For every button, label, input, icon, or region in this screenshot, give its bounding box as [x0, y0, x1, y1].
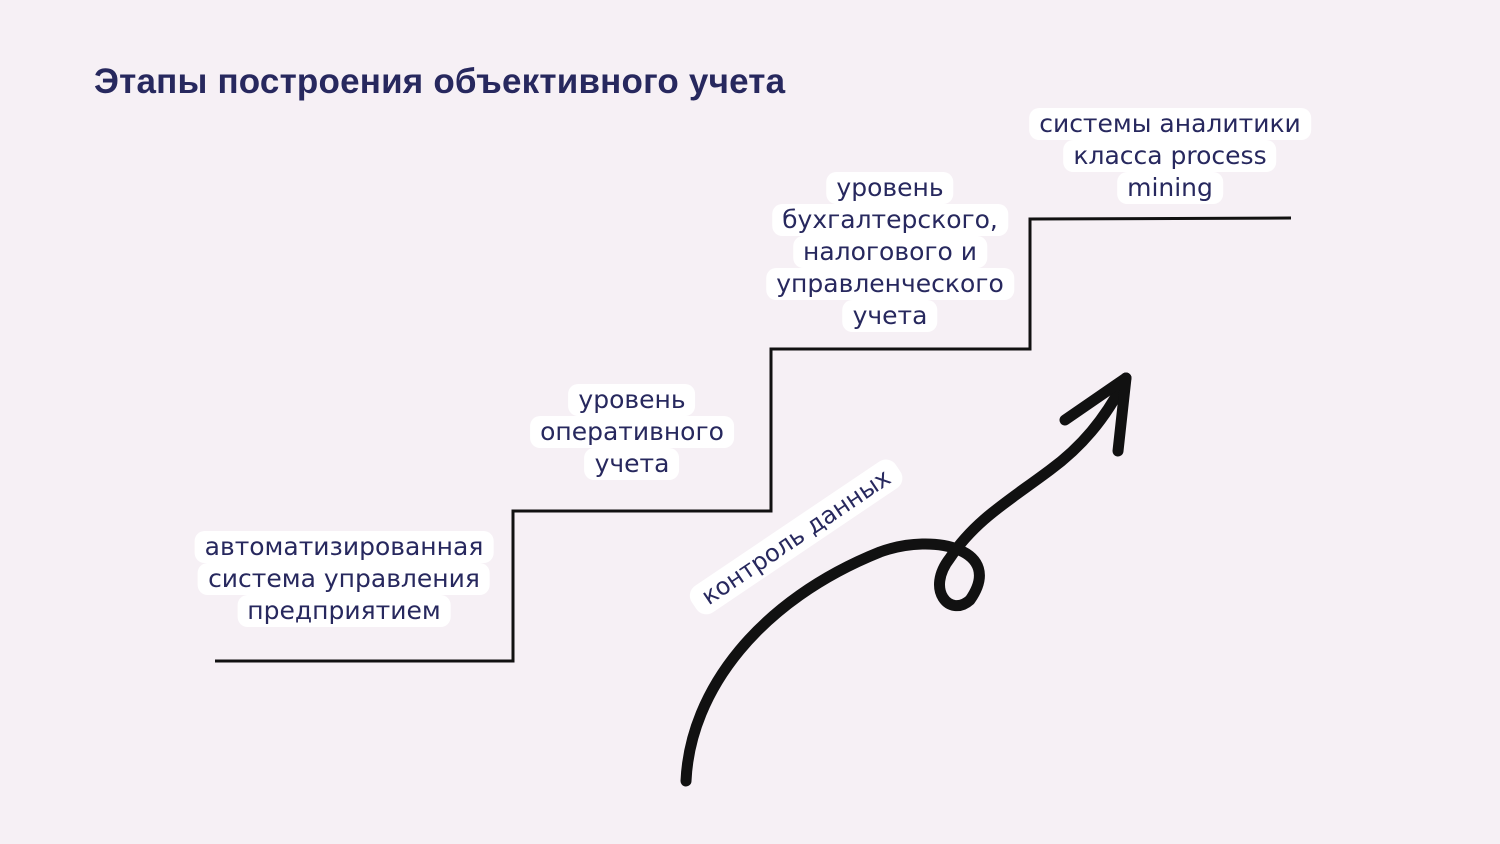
step-label-line: управленческого	[766, 268, 1014, 300]
slide-title: Этапы построения объективного учета	[94, 62, 786, 101]
step-label-line: автоматизированная	[194, 531, 494, 563]
step-label-line: бухгалтерского,	[772, 204, 1008, 236]
step-label-line: класса process	[1063, 140, 1277, 172]
step-label-line: предприятием	[237, 595, 451, 627]
step-label-line: налогового и	[792, 236, 988, 268]
step-label-line: оперативного	[530, 416, 734, 448]
step-label-line: учета	[584, 448, 680, 480]
step-label-2: уровень оперативного учета	[530, 384, 734, 480]
step-label-1: автоматизированная система управления пр…	[194, 531, 494, 627]
step-label-3: уровень бухгалтерского, налогового и упр…	[766, 172, 1014, 332]
curved-arrow-shaft	[680, 372, 1132, 787]
step-label-line: уровень	[826, 172, 954, 204]
curved-arrow-head	[1059, 372, 1132, 457]
step-label-line: система управления	[198, 563, 490, 595]
step-label-line: учета	[842, 300, 938, 332]
staircase-line	[215, 216, 1292, 663]
step-label-line: уровень	[568, 384, 696, 416]
step-label-line: mining	[1117, 172, 1223, 204]
step-label-line: системы аналитики	[1029, 108, 1311, 140]
step-label-4: системы аналитики класса process mining	[1029, 108, 1311, 204]
